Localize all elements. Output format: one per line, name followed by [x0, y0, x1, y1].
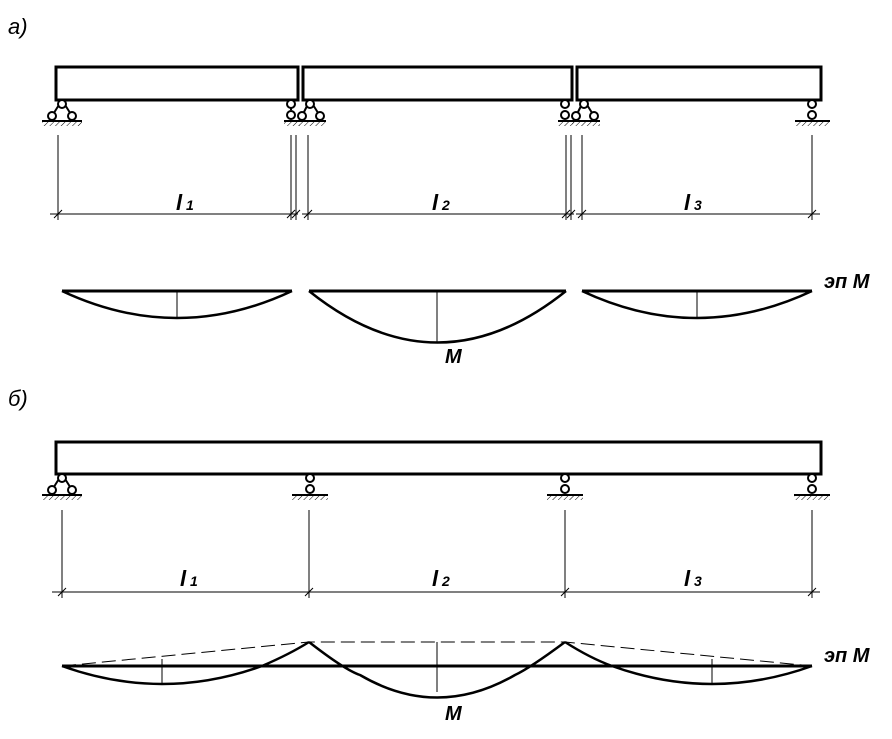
svg-text:1: 1	[186, 197, 194, 213]
span-label-l1-a: l 1	[176, 190, 194, 215]
roller-support-icon	[547, 473, 583, 500]
part-b-label: б)	[8, 386, 28, 411]
roller-support-icon	[284, 99, 300, 126]
beam-2	[301, 65, 574, 102]
svg-text:3: 3	[694, 197, 702, 213]
diagram-label-b: эп M	[824, 645, 871, 667]
svg-text:l: l	[180, 566, 187, 591]
roller-support-icon	[292, 473, 328, 500]
simple-beams-group	[54, 65, 823, 102]
moment-diagram-part-b	[61, 640, 813, 699]
dimension-lines-part-b	[52, 510, 820, 598]
part-a-label: а)	[8, 14, 28, 39]
svg-text:1: 1	[190, 573, 198, 589]
pinned-support-icon	[571, 99, 600, 126]
moment-label-b: M	[445, 703, 463, 725]
svg-text:l: l	[432, 190, 439, 215]
svg-text:2: 2	[441, 197, 450, 213]
moment-diagram-part-a	[61, 289, 813, 344]
span-label-l2-a: l 2	[432, 190, 450, 215]
continuous-beam	[54, 440, 823, 476]
moment-label-a: M	[445, 346, 463, 368]
svg-text:l: l	[684, 566, 691, 591]
span-label-l3-a: l 3	[684, 190, 702, 215]
supports-part-a	[42, 99, 830, 126]
dimension-lines-part-a	[50, 135, 820, 220]
svg-text:l: l	[176, 190, 183, 215]
roller-support-icon	[794, 473, 830, 500]
span-label-l3-b: l 3	[684, 566, 702, 591]
svg-text:2: 2	[441, 573, 450, 589]
svg-text:3: 3	[694, 573, 702, 589]
beam-1	[54, 65, 300, 102]
pinned-support-icon	[297, 99, 326, 126]
span-label-l2-b: l 2	[432, 566, 450, 591]
pinned-support-icon	[42, 99, 82, 126]
svg-text:l: l	[432, 566, 439, 591]
supports-part-b	[42, 473, 830, 500]
span-label-l1-b: l 1	[180, 566, 198, 591]
roller-support-icon	[795, 99, 830, 126]
pinned-support-icon	[42, 473, 82, 500]
diagram-label-a: эп M	[824, 271, 871, 293]
svg-text:l: l	[684, 190, 691, 215]
beam-3	[575, 65, 823, 102]
roller-support-icon	[558, 99, 574, 126]
